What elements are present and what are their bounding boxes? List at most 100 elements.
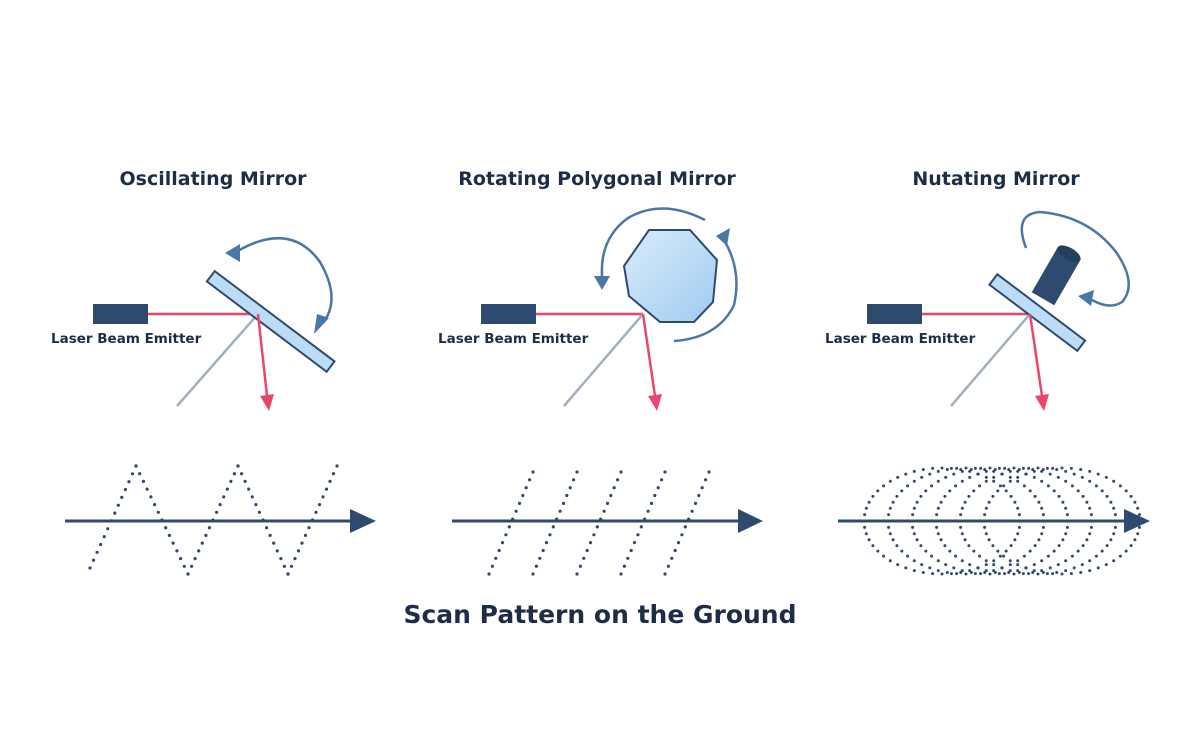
scan-dot xyxy=(656,486,660,490)
scan-dot xyxy=(578,564,583,568)
scan-dot xyxy=(639,525,643,529)
scan-dot xyxy=(1021,466,1025,470)
scan-dot xyxy=(863,513,867,517)
scan-dot xyxy=(1104,475,1108,479)
scan-dot xyxy=(891,500,895,504)
scan-dot xyxy=(487,572,491,576)
scan-dot xyxy=(1088,469,1092,473)
scan-dot xyxy=(920,475,924,479)
scan-dot xyxy=(636,533,640,537)
polygonal-mirror-title: Rotating Polygonal Mirror xyxy=(458,168,736,190)
oscillation-arrow-icon xyxy=(235,236,333,325)
scan-dot xyxy=(1060,572,1064,576)
scan-dot xyxy=(1094,484,1098,488)
scan-dot xyxy=(693,501,698,505)
scan-dot xyxy=(949,466,953,470)
scan-dot xyxy=(660,478,664,482)
scan-dot xyxy=(1113,513,1117,517)
scan-dot xyxy=(160,518,164,522)
scan-dot xyxy=(109,519,113,523)
scan-dot xyxy=(531,572,535,576)
scan-dot xyxy=(960,569,964,573)
scan-dot xyxy=(1040,532,1044,536)
scan-dot xyxy=(612,486,616,490)
scan-dot xyxy=(193,557,197,561)
scan-dot xyxy=(1016,506,1020,510)
scan-dot xyxy=(931,572,935,576)
scan-dot xyxy=(1032,475,1036,479)
scan-dot xyxy=(1016,559,1020,563)
scan-dot xyxy=(1088,479,1092,483)
scan-dot xyxy=(934,519,938,523)
scan-dot xyxy=(1085,500,1089,504)
scan-dot xyxy=(1061,538,1065,542)
scan-dot xyxy=(588,541,593,545)
scan-dot xyxy=(871,544,875,548)
scan-dot xyxy=(1072,566,1076,570)
scan-dot xyxy=(1016,479,1020,483)
reflected-beam-arrowhead xyxy=(648,394,662,411)
scan-dot xyxy=(912,569,916,573)
scan-dot xyxy=(984,475,988,479)
scan-dot xyxy=(1094,554,1098,558)
scan-dot xyxy=(303,533,308,538)
scan-dot xyxy=(116,503,120,507)
scan-dot xyxy=(293,557,297,561)
scan-dot xyxy=(1088,532,1092,536)
scan-dot xyxy=(605,501,610,505)
scan-dot xyxy=(1017,525,1021,529)
scan-dot xyxy=(1045,572,1049,576)
scan-dot xyxy=(935,525,939,529)
scan-dot xyxy=(531,470,535,474)
scan-dot xyxy=(1013,538,1017,542)
scan-dot xyxy=(99,542,103,547)
scan-dot xyxy=(973,572,977,576)
scan-dot xyxy=(978,484,982,488)
scan-dot xyxy=(1048,566,1052,570)
scan-dot xyxy=(1027,466,1031,470)
scan-dot xyxy=(1027,572,1031,576)
scan-dot xyxy=(982,519,986,523)
scan-dot xyxy=(282,564,286,568)
scan-dot xyxy=(987,500,991,504)
scan-dot xyxy=(1060,466,1064,470)
scan-dot xyxy=(912,469,916,473)
scan-dot xyxy=(279,557,283,561)
scan-dot xyxy=(1018,519,1022,523)
scan-dot xyxy=(134,464,138,468)
scan-dot xyxy=(945,571,949,574)
scan-dot xyxy=(955,466,959,470)
scan-dot xyxy=(984,559,988,563)
scan-dot xyxy=(979,572,983,576)
scan-dot xyxy=(88,566,92,570)
scan-dot xyxy=(896,563,900,567)
scan-dot xyxy=(882,484,886,488)
scan-dot xyxy=(1129,544,1133,548)
scan-dot xyxy=(1003,572,1007,576)
scan-dot xyxy=(1008,469,1012,473)
scan-dot xyxy=(1069,572,1073,576)
scan-dot xyxy=(1037,538,1041,542)
scan-dot xyxy=(1118,484,1122,488)
scan-dot xyxy=(876,549,880,553)
elliptical-scan-pattern xyxy=(862,466,1142,576)
scan-dot xyxy=(940,466,944,470)
scan-dot xyxy=(960,479,964,483)
scan-dot xyxy=(1124,489,1128,493)
scan-dot xyxy=(171,541,175,545)
scan-dot xyxy=(1028,549,1032,553)
scan-dot xyxy=(1112,479,1116,483)
scan-dot xyxy=(1112,506,1116,510)
scan-dot xyxy=(582,556,586,560)
scan-dot xyxy=(919,494,923,498)
scan-dot xyxy=(992,475,996,479)
scan-dot xyxy=(882,554,886,558)
scan-dot xyxy=(700,486,704,490)
scan-dot xyxy=(943,494,947,498)
scan-dot xyxy=(156,510,160,514)
scan-dot xyxy=(930,484,934,488)
scan-dot xyxy=(1052,489,1056,493)
scan-dot xyxy=(963,500,967,504)
scan-dot xyxy=(626,556,630,560)
